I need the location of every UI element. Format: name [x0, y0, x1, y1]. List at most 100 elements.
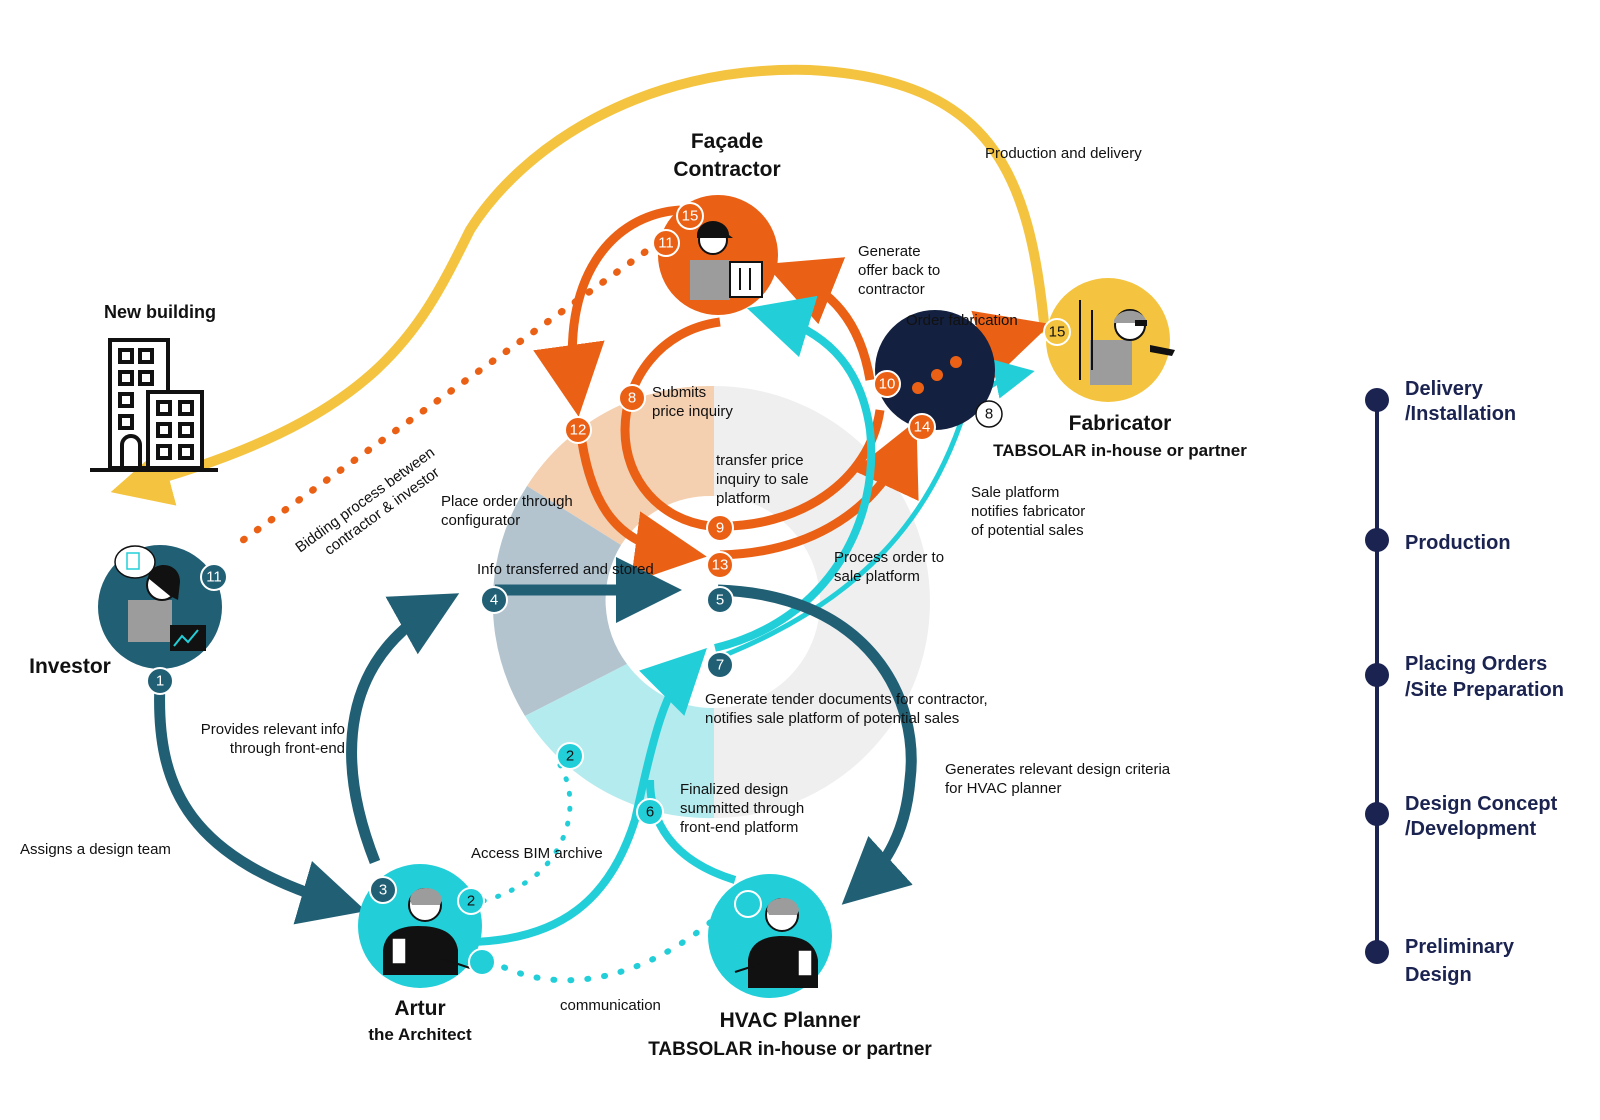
timeline-phase-preliminary: Preliminary Design [1365, 936, 1515, 986]
label-process-order-2: sale platform [834, 568, 920, 585]
orange-arc-to-14 [719, 420, 919, 560]
svg-text:7: 7 [716, 657, 724, 674]
orange-arc-left [533, 205, 681, 417]
label-generate-offer-3: contractor [858, 281, 925, 298]
communication-node-right [734, 890, 762, 918]
step-badge-1: 1 [146, 667, 174, 695]
architect-title: Artur [394, 997, 445, 1020]
step-badge-8b: 8 [975, 400, 1003, 428]
actor-hvac: HVAC Planner TABSOLAR in-house or partne… [648, 874, 932, 1060]
step-badge-12: 12 [564, 416, 592, 444]
svg-text:13: 13 [712, 557, 729, 574]
step-badge-5: 5 [706, 586, 734, 614]
step-badge-6: 6 [636, 798, 664, 826]
label-bidding: Bidding process between contractor & inv… [292, 444, 442, 559]
step-badge-8a: 8 [618, 384, 646, 412]
dark-arc-criteria [717, 584, 917, 905]
step-badge-11a: 11 [652, 229, 680, 257]
svg-text:12: 12 [570, 422, 587, 439]
svg-text:Preliminary: Preliminary [1405, 936, 1515, 958]
svg-text:8: 8 [985, 406, 993, 423]
step-badge-4: 4 [480, 586, 508, 614]
svg-text:8: 8 [628, 390, 636, 407]
contractor-loops [533, 205, 1051, 583]
dark-arc-3-4 [346, 593, 460, 865]
facade-title-2: Contractor [673, 158, 780, 181]
label-assigns: Assigns a design team [20, 841, 171, 858]
hvac-planner-icon [734, 897, 818, 988]
ring-segment-greyblue [492, 486, 627, 716]
step-badge-9: 9 [706, 514, 734, 542]
teal-dotted-communication [472, 902, 733, 984]
yellow-arc [110, 64, 1050, 506]
step-badge-13: 13 [706, 551, 734, 579]
orange-dotted-bidding [228, 248, 649, 552]
label-process-order-1: Process order to [834, 549, 944, 566]
label-generate-offer-1: Generate [858, 243, 921, 260]
timeline-phase-placing-orders: Placing Orders /Site Preparation [1365, 653, 1564, 701]
label-finalized-3: front-end platform [680, 819, 798, 836]
timeline-phase-delivery: Delivery /Installation [1365, 378, 1516, 425]
label-sale-platform-1: Sale platform [971, 484, 1059, 501]
dark-arc-assign [154, 681, 367, 925]
teal-arc-6-7 [469, 648, 707, 946]
teal-arc-to-contractor [714, 295, 876, 652]
label-finalized-1: Finalized design [680, 781, 788, 798]
building-title: New building [104, 302, 216, 322]
svg-text:14: 14 [914, 419, 931, 436]
label-access-bim: Access BIM archive [471, 845, 603, 862]
label-communication: communication [560, 997, 661, 1014]
step-badge-10: 10 [873, 370, 901, 398]
actor-investor: Investor [29, 545, 222, 678]
investor-person-icon [114, 545, 206, 651]
label-generate-offer-2: offer back to [858, 262, 940, 279]
investor-title: Investor [29, 655, 111, 678]
svg-text:Delivery: Delivery [1405, 378, 1484, 400]
svg-text:9: 9 [716, 520, 724, 537]
svg-text:Design Concept: Design Concept [1405, 793, 1558, 815]
orange-arc-to-13 [575, 427, 707, 583]
svg-text:/Installation: /Installation [1405, 403, 1516, 425]
label-tender-2: notifies sale platform of potential sale… [705, 710, 959, 727]
label-transfer-1: transfer price [716, 452, 804, 469]
fabricator-worker-icon [1079, 300, 1175, 385]
step-badge-3: 3 [369, 876, 397, 904]
step-badge-7: 7 [706, 651, 734, 679]
svg-text:15: 15 [682, 208, 699, 225]
label-sale-platform-3: of potential sales [971, 522, 1084, 539]
step-badge-15a: 15 [676, 202, 704, 230]
label-finalized-2: summitted through [680, 800, 804, 817]
label-provides-2: through front-end [230, 740, 345, 757]
label-sale-platform-2: notifies fabricator [971, 503, 1085, 520]
building-icon [90, 338, 218, 472]
actor-fabricator: Fabricator TABSOLAR in-house or partner [993, 278, 1247, 460]
label-production-delivery: Production and delivery [985, 145, 1142, 162]
label-transfer-2: inquiry to sale [716, 471, 809, 488]
architect-subtitle: the Architect [368, 1025, 472, 1044]
fabricator-subtitle: TABSOLAR in-house or partner [993, 441, 1247, 460]
svg-text:1: 1 [156, 673, 164, 690]
label-submits-2: price inquiry [652, 403, 733, 420]
label-transfer-3: platform [716, 490, 770, 507]
svg-text:5: 5 [716, 592, 724, 609]
step-badge-15b: 15 [1043, 318, 1071, 346]
label-criteria-1: Generates relevant design criteria [945, 761, 1171, 778]
label-criteria-2: for HVAC planner [945, 780, 1061, 797]
label-place-order-2: configurator [441, 512, 520, 529]
svg-text:6: 6 [646, 804, 654, 821]
step-badge-2b: 2 [457, 887, 485, 915]
step-badge-11b: 11 [200, 563, 228, 591]
svg-text:4: 4 [490, 592, 498, 609]
production-delivery-flow [110, 64, 1050, 506]
ring-segment-peach [527, 385, 714, 545]
svg-text:3: 3 [379, 882, 387, 899]
worker-hardhat-icon [690, 221, 763, 300]
facade-title-1: Façade [691, 130, 763, 153]
svg-text:2: 2 [566, 748, 574, 765]
svg-text:10: 10 [879, 376, 896, 393]
investor-flows [154, 557, 917, 925]
svg-text:Design: Design [1405, 964, 1472, 986]
hvac-title: HVAC Planner [720, 1009, 861, 1032]
